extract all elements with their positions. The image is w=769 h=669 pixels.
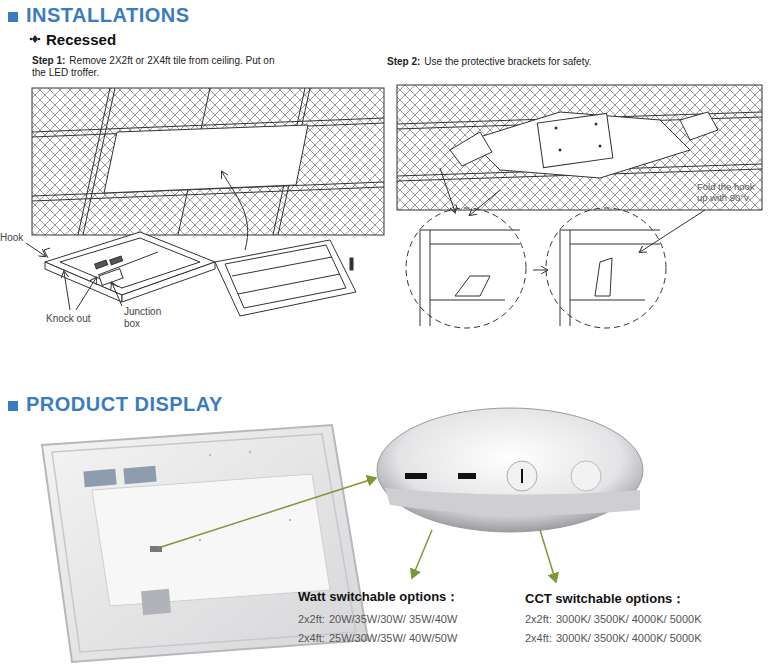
ceiling-drawing <box>32 88 384 250</box>
zoom-detail <box>377 408 643 582</box>
step-text-text: Step 1: <box>32 55 65 66</box>
option-heading-text: Watt switchable options： <box>298 589 459 604</box>
part-label-text: Junction box <box>124 306 161 329</box>
section-heading: PRODUCT DISPLAY <box>26 393 326 416</box>
diamond-bullet <box>30 35 41 43</box>
section-bullet <box>8 12 18 22</box>
option-row: 2x2ft: 3000K/ 3500K/ 4000K/ 5000K <box>525 613 765 626</box>
step-text-text: Remove 2X2ft or 2X4ft tile from ceiling.… <box>32 55 274 78</box>
option-row-text: 2x2ft: <box>525 613 552 625</box>
step-text: Step 2: Use the protective brackets for s… <box>387 56 687 68</box>
part-label: Junction box <box>124 306 174 329</box>
section-heading: INSTALLATIONS <box>26 4 326 27</box>
option-row-text: 3000K/ 3500K/ 4000K/ 5000K <box>556 632 702 644</box>
subsection-heading: Recessed <box>46 31 246 48</box>
note-label: Fold the hook up with 90°v <box>697 182 765 204</box>
step-text-text: Use the protective brackets for safety. <box>424 56 591 67</box>
option-row-text: 3000K/ 3500K/ 4000K/ 5000K <box>556 613 702 625</box>
product-photo <box>42 425 376 662</box>
option-row: 2x2ft: 20W/35W/30W/ 35W/40W <box>298 613 518 626</box>
option-row-text: 25W/30W/35W/ 40W/50W <box>329 632 457 644</box>
step-text: Step 1:Remove 2X2ft or 2X4ft tile from c… <box>32 55 282 78</box>
section-heading-text: PRODUCT DISPLAY <box>26 393 223 415</box>
note-label-text: Fold the hook up with 90°v <box>697 181 755 203</box>
option-heading: CCT switchable options： <box>525 592 765 607</box>
option-heading-text: CCT switchable options： <box>525 591 685 606</box>
option-row-text: 2x4ft: <box>525 632 552 644</box>
bracket-drawing <box>397 85 762 215</box>
part-label: Hook <box>0 232 40 244</box>
option-row-text: 20W/35W/30W/ 35W/40W <box>329 613 457 625</box>
subsection-heading-text: Recessed <box>46 31 116 48</box>
troffer-drawing <box>26 232 215 310</box>
option-heading: Watt switchable options： <box>298 590 518 605</box>
troffer-panel <box>215 240 356 316</box>
option-row: 2x4ft: 25W/30W/35W/ 40W/50W <box>298 632 518 645</box>
option-row: 2x4ft: 3000K/ 3500K/ 4000K/ 5000K <box>525 632 765 645</box>
part-label-text: Knock out <box>46 313 90 324</box>
part-label-text: Hook <box>0 232 23 243</box>
detail-circles <box>406 208 705 328</box>
step-text-text: Step 2: <box>387 56 420 67</box>
option-row-text: 2x2ft: <box>298 613 325 625</box>
option-row-text: 2x4ft: <box>298 632 325 644</box>
section-heading-text: INSTALLATIONS <box>26 4 190 26</box>
part-label: Knock out <box>46 313 116 325</box>
section-bullet <box>8 401 18 411</box>
